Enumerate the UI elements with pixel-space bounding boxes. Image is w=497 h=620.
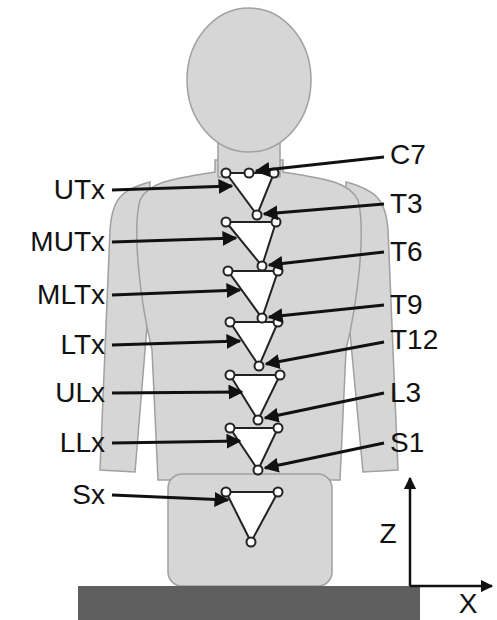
skin-markers [222, 169, 285, 547]
vertebra-label: L3 [390, 379, 421, 407]
segment-label: LTx [60, 331, 105, 359]
segment-label: LLx [60, 429, 105, 457]
vertebra-label: T9 [390, 291, 423, 319]
axis-label: Z [379, 520, 396, 548]
vertebra-label: S1 [390, 429, 424, 457]
segment-label: Sx [72, 481, 105, 509]
marker-triangles [226, 173, 280, 542]
leader-arrows [112, 157, 384, 500]
vertebra-label: C7 [390, 141, 426, 169]
segment-label: MUTx [30, 228, 105, 256]
segment-label: UTx [54, 176, 105, 204]
axis-label: X [459, 590, 478, 618]
vertebra-label: T3 [390, 190, 423, 218]
segment-label: ULx [55, 379, 105, 407]
pelvis [168, 474, 332, 586]
vertebra-label: T12 [390, 326, 438, 354]
vertebra-label: T6 [390, 238, 423, 266]
segment-label: MLTx [37, 281, 105, 309]
head [187, 8, 311, 152]
axis-arrows [410, 478, 492, 586]
base-plate [78, 586, 420, 620]
